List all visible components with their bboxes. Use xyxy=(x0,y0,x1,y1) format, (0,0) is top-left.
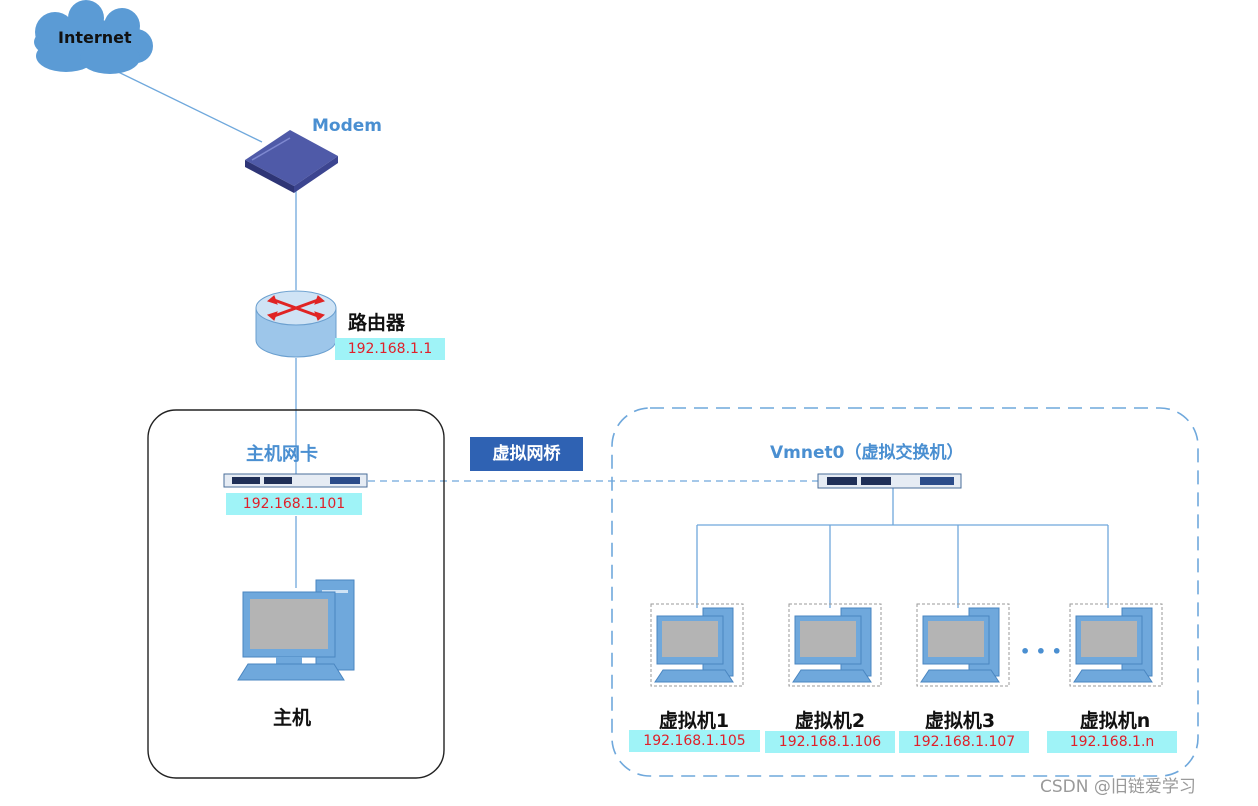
vm-label-n: 虚拟机n xyxy=(1079,710,1151,732)
cloud-icon xyxy=(34,0,153,74)
internet-label: Internet xyxy=(58,28,132,47)
host-label: 主机 xyxy=(273,707,312,729)
vm-computer-icon-n xyxy=(1069,603,1163,687)
router-label: 路由器 xyxy=(348,312,406,334)
modem-label: Modem xyxy=(312,116,383,136)
vm-label-3: 虚拟机3 xyxy=(924,710,996,732)
host-frame xyxy=(147,409,445,779)
modem-icon xyxy=(245,130,338,193)
host-computer-icon xyxy=(237,579,355,681)
vm-label-1: 虚拟机1 xyxy=(658,710,730,732)
vm-computer-icon-3 xyxy=(916,603,1010,687)
virtual-bridge-label: 虚拟网桥 xyxy=(470,437,583,471)
vm-ip-n: 192.168.1.n xyxy=(1047,731,1177,753)
vm-ip-3: 192.168.1.107 xyxy=(899,731,1029,753)
router-ip: 192.168.1.1 xyxy=(335,338,445,360)
vmnet-label: Vmnet0（虚拟交换机） xyxy=(770,443,964,463)
vm-label-2: 虚拟机2 xyxy=(794,710,866,732)
internet-modem-link xyxy=(109,67,263,143)
virtual-network-frame xyxy=(611,407,1199,777)
router-icon xyxy=(255,290,337,358)
host-nic-ip: 192.168.1.101 xyxy=(226,493,362,515)
vm-ip-1: 192.168.1.105 xyxy=(629,730,760,752)
watermark: CSDN @旧链爱学习 xyxy=(1040,777,1196,797)
switch-icon xyxy=(817,473,962,489)
host-nic-label: 主机网卡 xyxy=(246,444,318,465)
vm-computer-icon-1 xyxy=(650,603,744,687)
nic-icon xyxy=(223,473,368,488)
vm-ip-2: 192.168.1.106 xyxy=(765,731,895,753)
vm-computer-icon-2 xyxy=(788,603,882,687)
vm-ellipsis: • • • xyxy=(1020,642,1062,661)
